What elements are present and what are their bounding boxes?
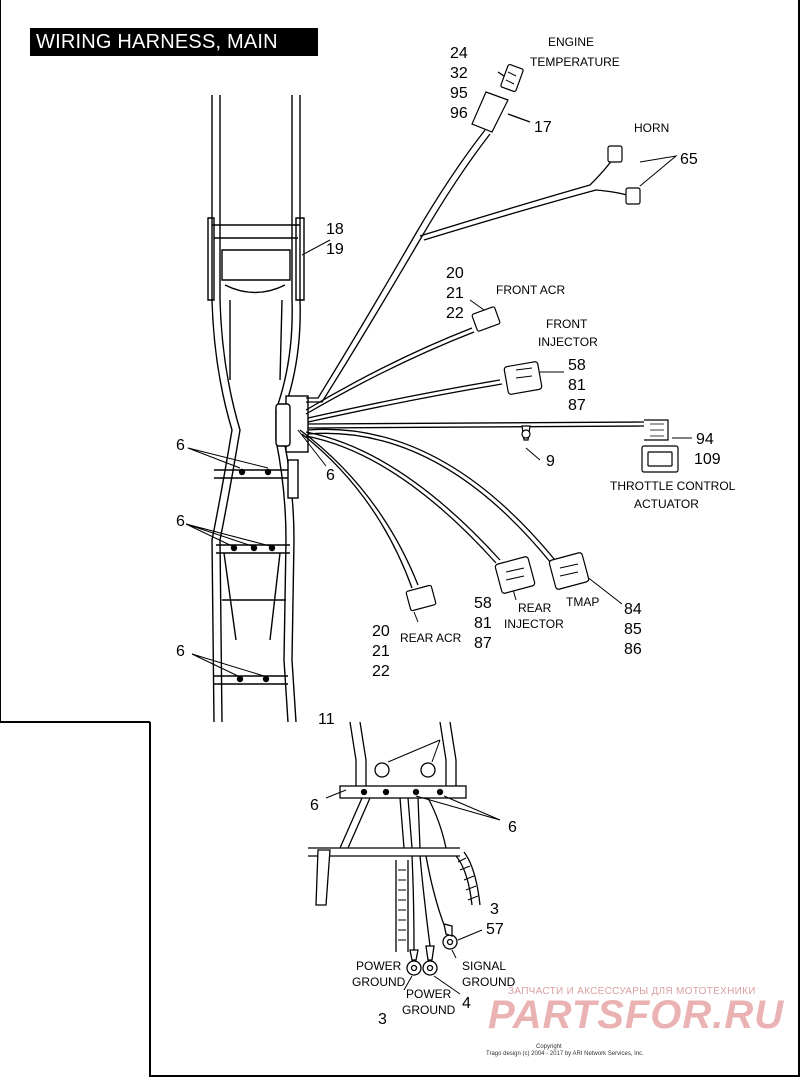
rear-injector-part-3: 87: [474, 635, 492, 652]
callout-front-acr: 20 21 22 FRONT ACR: [446, 265, 565, 322]
rear-acr-part-3: 22: [372, 663, 390, 680]
harness-wires: [185, 71, 692, 677]
throttle-part-2: 109: [694, 451, 721, 468]
rear-injector-part-1: 58: [474, 595, 492, 612]
frame-part-2: 19: [326, 241, 344, 258]
front-acr-label: FRONT ACR: [496, 283, 565, 297]
horn-connectors: [607, 145, 641, 205]
callout-rear-acr: 20 21 22 REAR ACR: [372, 623, 462, 680]
front-injector-part-2: 81: [568, 377, 586, 394]
tmap-part-2: 85: [624, 621, 642, 638]
throttle-label-2: ACTUATOR: [634, 497, 699, 511]
tmap-connector: [548, 552, 590, 590]
callout-front-injector: FRONT INJECTOR 58 81 87: [538, 317, 598, 414]
rear-injector-connector: [494, 556, 536, 594]
callout-inset: 6 6 3 57 POWER GROUND 3 POWER GROUND 4 S…: [310, 797, 517, 1028]
front-injector-part-3: 87: [568, 397, 586, 414]
tmap-label: TMAP: [566, 595, 599, 609]
power-ground-left-part: 3: [378, 1011, 387, 1028]
copyright-footer: Copyright Trago design (c) 2004 - 2017 b…: [486, 1044, 644, 1057]
engine-temp-label-2: TEMPERATURE: [530, 55, 620, 69]
callout-tmap: TMAP 84 85 86: [566, 595, 642, 658]
front-acr-connector: [471, 306, 501, 332]
front-injector-part-1: 58: [568, 357, 586, 374]
engine-temp-sensor: [471, 63, 524, 133]
signal-ground-label-1: SIGNAL: [462, 959, 506, 973]
horn-label: HORN: [634, 121, 669, 135]
vehicle-frame: [207, 95, 309, 723]
signal-ground-part-2: 57: [486, 921, 504, 938]
watermark: ЗАПЧАСТИ И АКСЕССУАРЫ ДЛЯ МОТОТЕХНИКИ PA…: [488, 986, 784, 1037]
inset-tie-part-1: 6: [310, 797, 319, 814]
throttle-label-1: THROTTLE CONTROL: [610, 479, 736, 493]
watermark-brand: PARTSFOR.RU: [488, 993, 784, 1037]
front-injector-connector: [503, 361, 543, 395]
engine-temp-part-1: 24: [450, 45, 468, 62]
callout-horn: HORN 65: [634, 121, 698, 168]
throttle-part-1: 94: [696, 431, 714, 448]
signal-ground-part-1: 3: [490, 901, 499, 918]
power-ground-mid-label-1: POWER: [406, 987, 452, 1001]
power-ground-left-label-2: GROUND: [352, 975, 406, 989]
copyright-line-2: Trago design (c) 2004 - 2017 by ARI Netw…: [486, 1051, 644, 1057]
power-ground-mid-label-2: GROUND: [402, 1003, 456, 1017]
engine-temp-part-4: 96: [450, 105, 468, 122]
rear-acr-part-2: 21: [372, 643, 390, 660]
callout-frame: 18 19: [326, 221, 344, 258]
rear-acr-label: REAR ACR: [400, 631, 462, 645]
copyright-line-1: Copyright: [536, 1044, 562, 1050]
signal-ground-label-2: GROUND: [462, 975, 516, 989]
power-ground-mid-part: 4: [462, 995, 471, 1012]
watermark-tagline: ЗАПЧАСТИ И АКСЕССУАРЫ ДЛЯ МОТОТЕХНИКИ: [508, 986, 756, 997]
horn-part: 65: [680, 151, 698, 168]
tie-part-4: 6: [326, 467, 335, 484]
inset-harness: [308, 721, 501, 995]
page-title: WIRING HARNESS, MAIN: [30, 28, 318, 56]
clip-part: 9: [546, 453, 555, 470]
rear-injector-part-2: 81: [474, 615, 492, 632]
harness-clip: [521, 425, 531, 441]
tmap-part-1: 84: [624, 601, 642, 618]
inset-tie-part-2: 6: [508, 819, 517, 836]
throttle-actuator: [641, 419, 679, 473]
front-injector-label-1: FRONT: [546, 317, 588, 331]
callout-rear-injector: 58 81 87 REAR INJECTOR: [474, 595, 564, 652]
tie-part-2: 6: [176, 513, 185, 530]
cut-part: 11: [318, 711, 335, 728]
callout-engine-temp: 24 32 95 96 ENGINE TEMPERATURE 17: [450, 35, 620, 136]
callout-throttle: 94 109 9 THROTTLE CONTROL ACTUATOR: [546, 431, 736, 511]
front-injector-label-2: INJECTOR: [538, 335, 598, 349]
engine-temp-part-3: 95: [450, 85, 468, 102]
callout-ties-main: 6 6 6 6: [176, 437, 335, 660]
rear-injector-label-2: INJECTOR: [504, 617, 564, 631]
rear-acr-connector: [405, 584, 437, 612]
rear-acr-part-1: 20: [372, 623, 390, 640]
engine-temp-label-1: ENGINE: [548, 35, 594, 49]
engine-temp-part-2: 32: [450, 65, 468, 82]
power-ground-left-label-1: POWER: [356, 959, 402, 973]
tie-part-1: 6: [176, 437, 185, 454]
frame-part-1: 18: [326, 221, 344, 238]
rear-injector-label-1: REAR: [518, 601, 552, 615]
tmap-part-3: 86: [624, 641, 642, 658]
harness-part: 17: [534, 119, 552, 136]
front-acr-part-3: 22: [446, 305, 464, 322]
tie-part-3: 6: [176, 643, 185, 660]
front-acr-part-2: 21: [446, 285, 464, 302]
front-acr-part-1: 20: [446, 265, 464, 282]
